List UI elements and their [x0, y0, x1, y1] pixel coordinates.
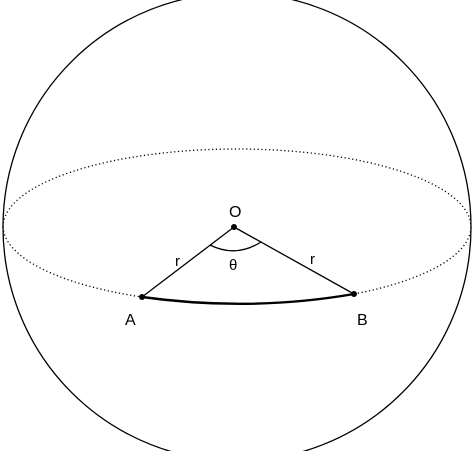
arc-ab — [141, 292, 355, 306]
point-a — [139, 294, 145, 300]
radius-oa — [141, 226, 235, 298]
label-a: A — [125, 312, 136, 329]
label-o: O — [229, 204, 241, 221]
label-angle-theta: θ — [229, 257, 237, 274]
label-radius-right: r — [310, 251, 315, 268]
radius-ob — [233, 226, 355, 295]
label-b: B — [357, 312, 368, 329]
label-radius-left: r — [175, 253, 180, 270]
angle-theta-arc — [209, 241, 262, 252]
point-b — [351, 291, 357, 297]
point-o — [231, 224, 237, 230]
equator-front-left-dotted — [2, 226, 143, 298]
equator-front-right-dotted — [353, 226, 472, 295]
